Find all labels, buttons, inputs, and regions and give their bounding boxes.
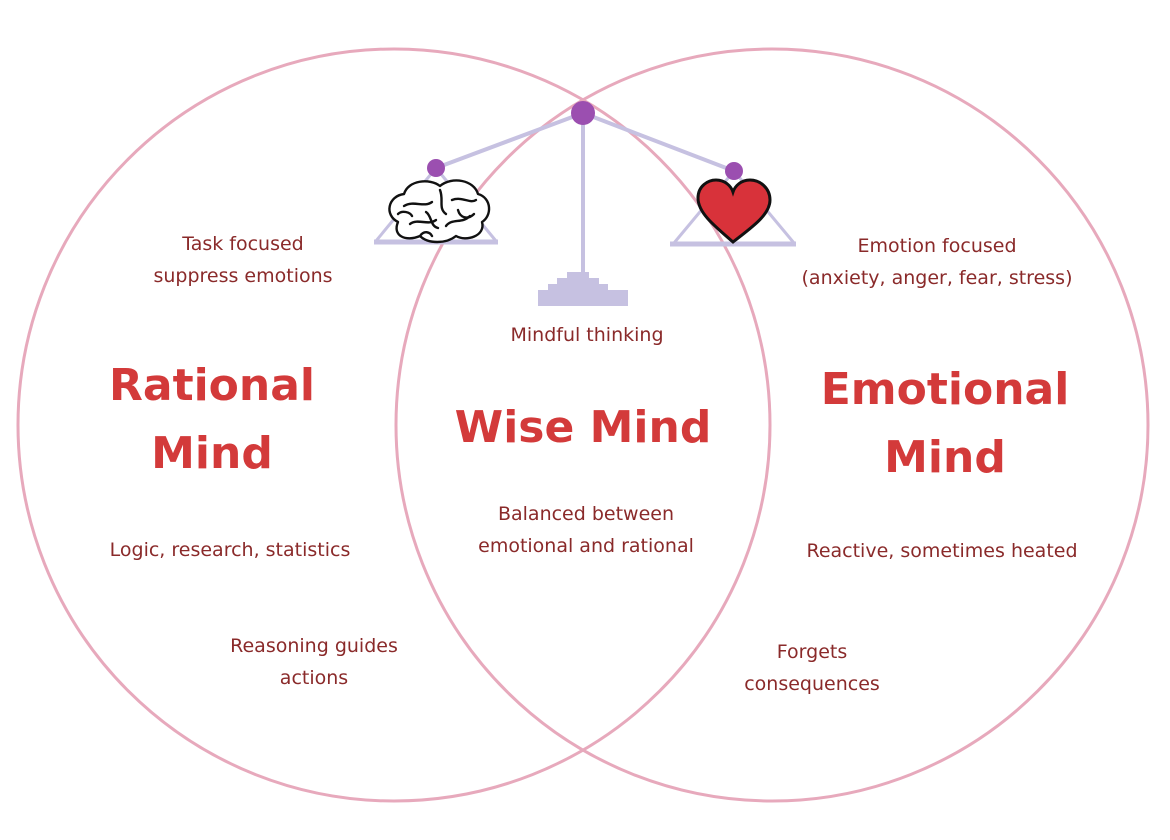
emotional-top-note-line2: (anxiety, anger, fear, stress) [801,267,1073,289]
rational-bottom-note-line2: actions [279,667,349,689]
emotional-title-line1: Emotional [820,364,1070,415]
rational-mind-title: Rational Mind [109,352,315,488]
rational-mind-circle [16,47,772,803]
wise-top-note: Mindful thinking [510,324,664,346]
scale-top-pivot [571,101,595,125]
rational-bottom-note: Reasoning guides actions [230,630,398,694]
heart-icon [696,178,772,244]
wise-bottom-note-line1: Balanced between [497,503,675,525]
emotional-top-note: Emotion focused (anxiety, anger, fear, s… [802,230,1073,294]
emotional-mind-circle [394,47,1150,803]
right-pan-pivot [725,162,743,180]
rational-bottom-note-line1: Reasoning guides [230,635,398,657]
scale-beam [435,111,584,170]
emotional-title-line2: Mind [884,432,1006,483]
emotional-top-note-line1: Emotion focused [857,235,1017,257]
emotional-bottom-note: Forgets consequences [744,636,880,700]
left-pan-pivot [427,159,445,177]
brain-icon [388,179,491,244]
emotional-middle-note: Reactive, sometimes heated [806,540,1078,562]
rational-middle-note: Logic, research, statistics [109,539,351,561]
emotional-bottom-note-line1: Forgets [776,641,848,663]
wise-mind-title: Wise Mind [454,402,712,453]
scale-base [567,272,589,278]
wise-bottom-note: Balanced between emotional and rational [478,498,694,562]
wise-bottom-note-line2: emotional and rational [478,535,694,557]
rational-title-line1: Rational [108,360,316,411]
emotional-bottom-note-line2: consequences [744,673,880,695]
rational-top-note-line2: suppress emotions [153,265,333,287]
rational-top-note-line1: Task focused [182,233,304,255]
emotional-mind-title: Emotional Mind [821,356,1070,492]
rational-title-line2: Mind [151,428,273,479]
rational-top-note: Task focused suppress emotions [153,228,332,292]
